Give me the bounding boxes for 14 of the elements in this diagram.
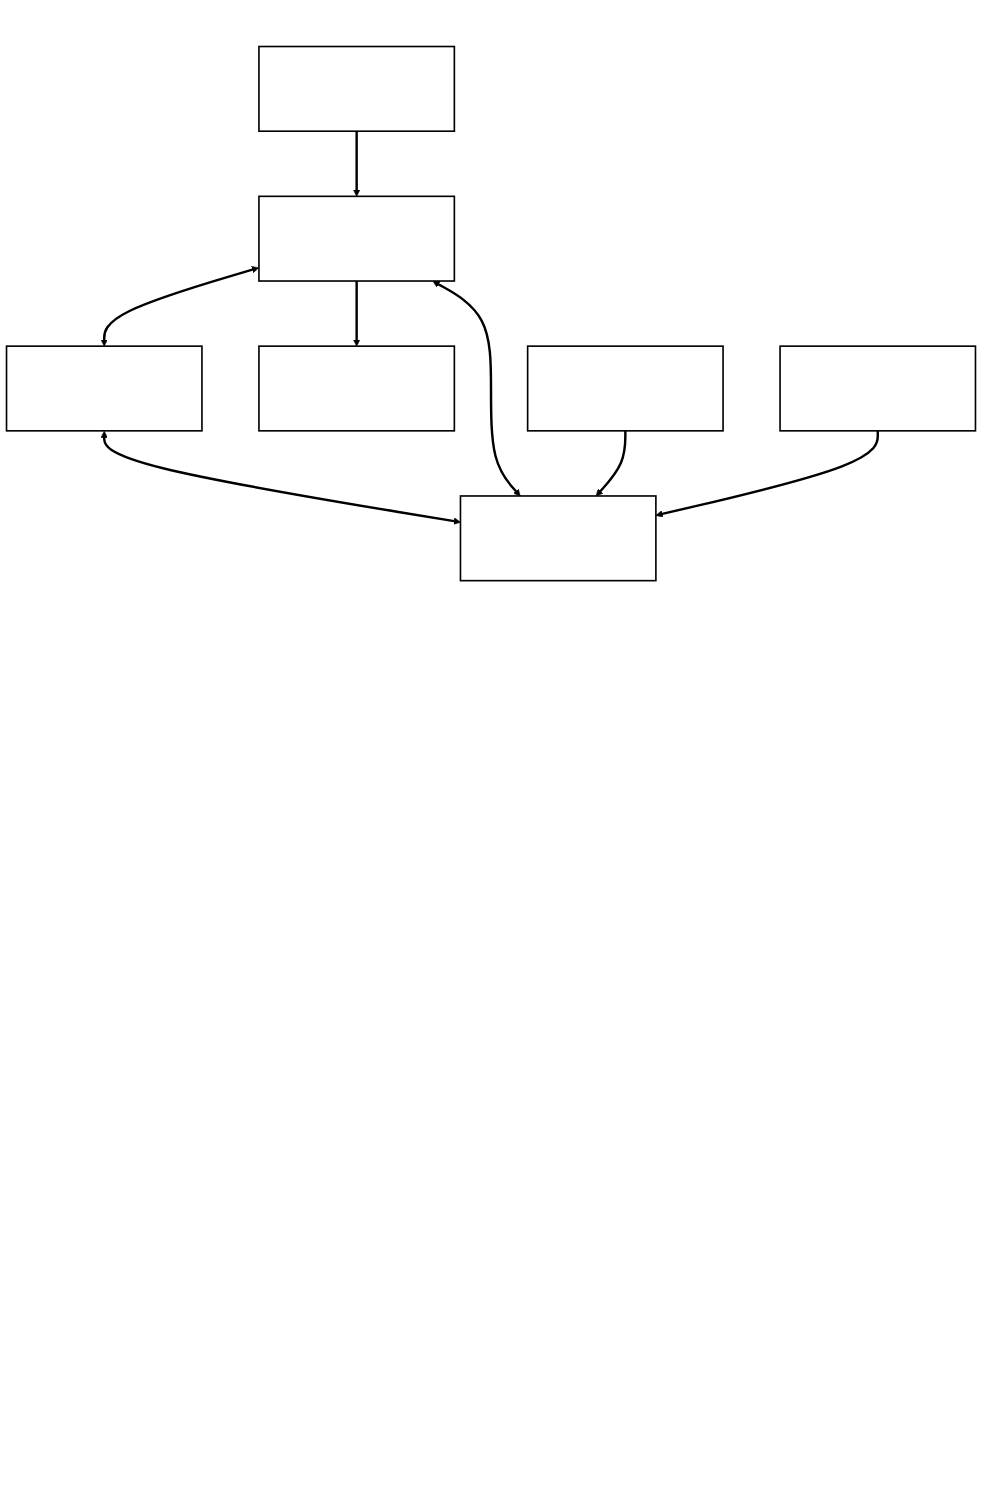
arrow — [353, 131, 361, 197]
node-box — [258, 195, 456, 282]
arrow — [655, 430, 879, 518]
arrow — [432, 280, 521, 497]
arrow — [100, 430, 461, 525]
node-box — [459, 495, 657, 582]
arrow — [353, 281, 361, 347]
node-box — [779, 345, 977, 432]
node-box — [258, 345, 456, 432]
node-box — [258, 45, 456, 132]
arrow — [100, 266, 259, 347]
node-box — [5, 345, 203, 432]
node-box — [526, 345, 724, 432]
arrow — [595, 430, 627, 497]
